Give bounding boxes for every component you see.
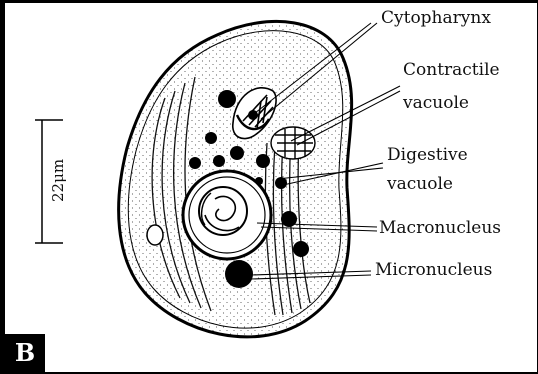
label-digestive-line1: Digestive (387, 146, 468, 165)
label-macronucleus: Macronucleus (379, 219, 501, 238)
label-cytopharynx: Cytopharynx (381, 9, 491, 28)
panel-letter: B (5, 334, 45, 372)
label-digestive-line2: vacuole (387, 175, 453, 194)
label-contractile-line1: Contractile (403, 61, 500, 80)
cell-diagram (5, 3, 537, 372)
micronucleus (225, 260, 253, 288)
scale-bar-label: 22μm (49, 162, 67, 202)
label-micronucleus: Micronucleus (375, 261, 492, 280)
label-contractile-line2: vacuole (403, 94, 469, 113)
small-vacuole (147, 225, 163, 245)
